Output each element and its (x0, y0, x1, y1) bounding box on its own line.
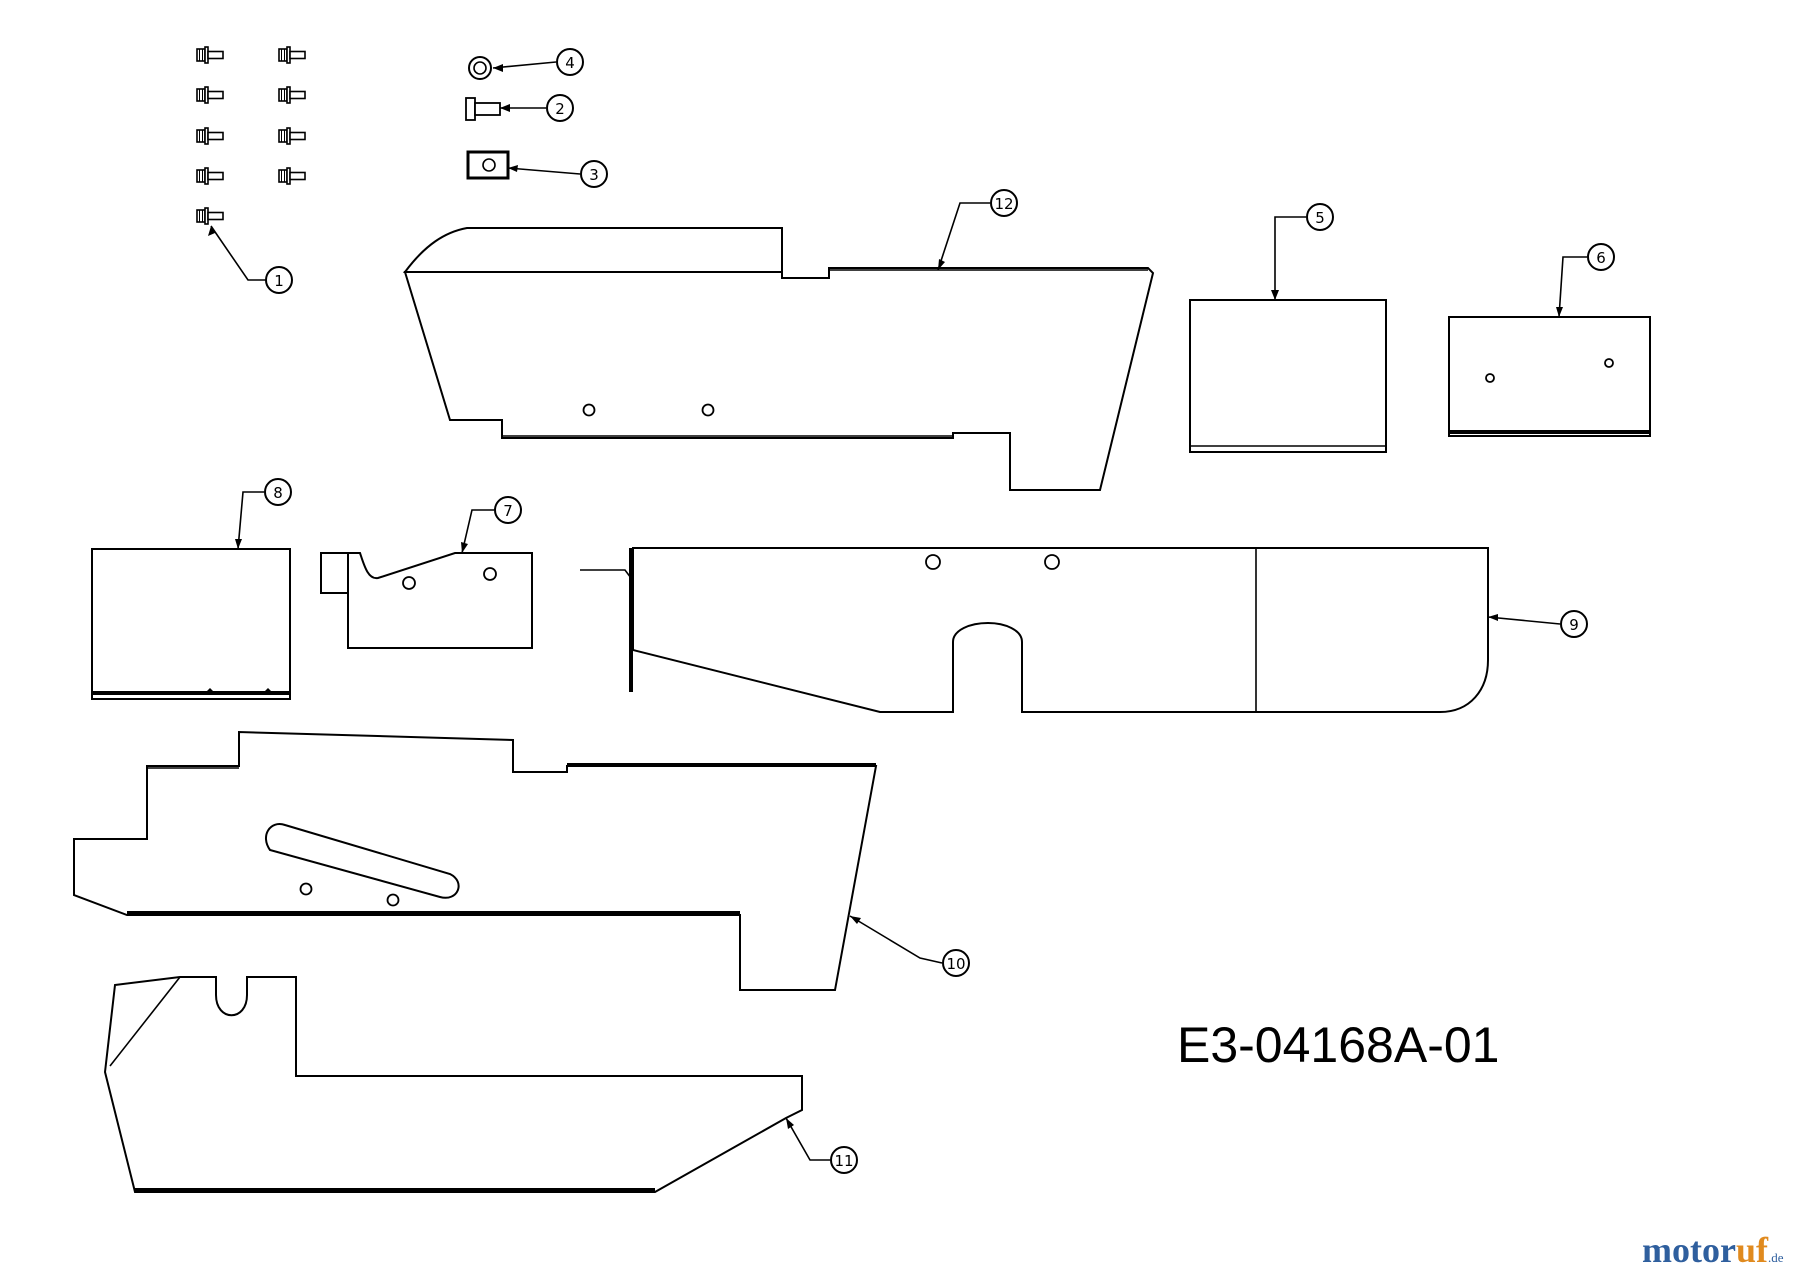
callout-7: 7 (461, 496, 522, 554)
part-10-panel (73, 730, 878, 991)
callout-11-label: 11 (834, 1152, 853, 1170)
svg-text:motoruf.de: motoruf.de (1642, 1230, 1784, 1270)
callout-6-label: 6 (1596, 249, 1606, 267)
callout-2: 2 (500, 94, 574, 122)
callout-11: 11 (785, 1117, 858, 1174)
part-1-screws (196, 46, 306, 225)
callout-10-label: 10 (946, 955, 965, 973)
callout-1-label: 1 (274, 272, 284, 290)
callout-8: 8 (235, 478, 292, 550)
callout-1: 1 (208, 225, 293, 294)
part-3-nut (466, 150, 510, 180)
callout-7-label: 7 (503, 502, 513, 520)
callout-12: 12 (937, 189, 1018, 271)
watermark-logo: motoruf.de (1642, 1230, 1784, 1270)
callout-5: 5 (1271, 203, 1334, 300)
callout-12-label: 12 (994, 195, 1013, 213)
callout-2-label: 2 (555, 100, 565, 118)
part-9-panel (580, 547, 1489, 713)
part-4-washer (468, 56, 492, 80)
callout-10: 10 (849, 915, 970, 977)
part-7-bracket (320, 552, 533, 649)
callout-3: 3 (507, 160, 608, 188)
part-2-bolt (465, 97, 501, 121)
callout-3-label: 3 (589, 166, 599, 184)
callout-9: 9 (1487, 610, 1588, 638)
callout-6: 6 (1556, 243, 1615, 318)
callout-4-label: 4 (565, 54, 575, 72)
part-6-plate (1448, 316, 1651, 437)
drawing-code: E3-04168A-01 (1177, 1017, 1499, 1073)
part-5-plate (1189, 299, 1387, 453)
callout-8-label: 8 (273, 484, 283, 502)
callout-4: 4 (492, 48, 584, 76)
callout-5-label: 5 (1315, 209, 1325, 227)
callout-9-label: 9 (1569, 616, 1579, 634)
part-12-panel (403, 227, 1155, 491)
part-8-plate (91, 548, 291, 700)
part-11-panel (103, 976, 803, 1193)
